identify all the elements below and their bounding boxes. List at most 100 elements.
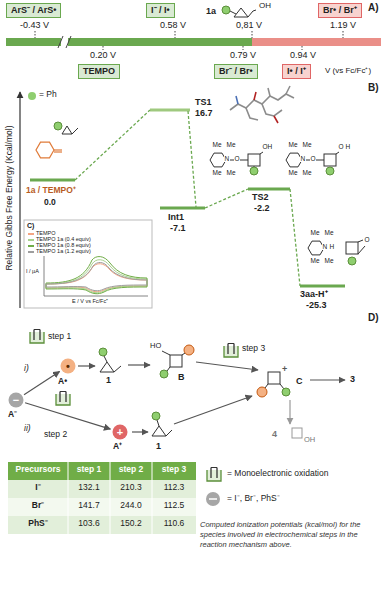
product-4-part <box>292 428 302 438</box>
intermediate-b-part <box>160 370 168 378</box>
couple-text: TEMPO <box>83 66 115 76</box>
energy-path-part <box>188 111 196 207</box>
reaction-arrow <box>24 372 60 395</box>
molecule-1a-small <box>54 122 78 134</box>
table-cell: step 2 <box>110 465 152 475</box>
table-cell: I⁻ <box>8 483 68 493</box>
potential-scale-part <box>6 38 252 46</box>
table-cell: 210.3 <box>110 483 152 493</box>
int1-molecule-part <box>260 152 263 154</box>
axis-title: E / V vs Fc/Fc⁺ <box>72 298 108 304</box>
anion-legend-symbol-part <box>206 492 220 506</box>
atom-label: Me <box>324 229 334 236</box>
product-3aa-molecule-part <box>358 240 363 242</box>
couple-text: Br• / Br⁺ <box>323 5 357 15</box>
atom-label: N <box>300 155 306 162</box>
panel-letter: A) <box>368 2 379 14</box>
energy-path-part <box>290 189 300 286</box>
atom-label: N <box>322 243 328 250</box>
ionization-table-part <box>8 462 196 480</box>
intermediate-c-part <box>268 372 280 384</box>
mechanism-arrows-part <box>132 431 148 432</box>
atom-label: Me <box>302 141 312 148</box>
species-circle: − <box>8 392 24 408</box>
potential-scale-part-part <box>302 46 303 50</box>
compound-number: C <box>296 376 303 386</box>
molecule-1a-small-part <box>54 122 62 130</box>
ionization-table-part-part <box>152 462 153 534</box>
mechanism-arrows-part <box>174 396 252 424</box>
couple-text: Br⁻ / Br• <box>219 66 253 76</box>
anion-legend-symbol-part <box>209 498 217 500</box>
ionization-table-part <box>8 498 196 516</box>
compound-number: 1 <box>156 441 161 451</box>
energy-path-part <box>205 189 248 208</box>
species-circle: • <box>60 358 76 374</box>
potential-value: 0.79 V <box>230 50 256 60</box>
legend-text: TEMPO 1a (1.2 equiv) <box>36 248 91 254</box>
mechanism-arrows-part <box>78 365 95 366</box>
molecule-1a-small-part <box>62 126 72 134</box>
intermediate-c-part <box>280 384 284 389</box>
cell-icons-part <box>56 392 70 406</box>
cell-icons-part <box>207 468 221 482</box>
potential-scale-part-part <box>252 31 253 38</box>
state-label: Int1 <box>168 212 184 222</box>
tempo-cation-drawing <box>36 142 62 158</box>
energy-path-part <box>75 110 150 180</box>
compound-number: 4 <box>272 429 277 439</box>
ts1-3d-structure-part <box>246 108 258 120</box>
potential-value: 1.19 V <box>330 20 356 30</box>
step-label: step 3 <box>242 344 265 354</box>
atom-label: Me <box>226 141 236 148</box>
intermediate-c-part <box>282 388 290 396</box>
ionization-table-part-part <box>68 462 69 534</box>
table-cell: 150.2 <box>110 519 152 529</box>
atom-label: O <box>234 155 240 162</box>
ts1-3d-structure-part <box>274 116 278 123</box>
cv-inset-part-part <box>46 257 147 294</box>
redox-couple-box: I⁻ / I• <box>146 3 175 18</box>
potential-scale <box>6 31 381 50</box>
table-cell: 103.6 <box>68 519 110 529</box>
potential-scale-part-part <box>343 31 344 38</box>
redox-couple-box: ArS⁻ / ArS• <box>6 3 61 18</box>
table-cell: step 1 <box>68 465 110 475</box>
energy-value: 0.0 <box>44 198 56 208</box>
intermediate-c-part <box>257 387 267 397</box>
table-cell: 112.3 <box>152 483 196 493</box>
reaction-arrow <box>25 403 110 429</box>
atom-label: O <box>338 143 344 150</box>
redox-couple-box: Br⁻ / Br• <box>214 64 258 79</box>
ionization-table-part <box>8 516 196 534</box>
path-label: i) <box>24 364 29 374</box>
energy-levels-part <box>150 109 190 112</box>
potential-scale-part-part <box>35 31 36 38</box>
molecule-1a <box>222 6 256 17</box>
energy-axis-part <box>19 92 20 308</box>
mechanism-arrows-part <box>128 364 150 365</box>
molecule-1a-part <box>222 6 230 14</box>
ts1-3d-structure <box>230 86 294 123</box>
legend-text: = I⁻, Br⁻, PhS⁻ <box>227 494 280 504</box>
panel-letter: B) <box>368 82 379 94</box>
int1-molecule-part <box>240 160 248 161</box>
mechanism-arrows-part <box>196 362 258 370</box>
species-sign: + <box>112 424 128 440</box>
energy-axis <box>20 92 21 308</box>
potential-scale-part <box>58 36 63 48</box>
atom-label: H <box>345 143 351 150</box>
state-label: TS2 <box>252 192 269 202</box>
compound-number: 1a <box>206 6 216 16</box>
table-cell: Precursors <box>8 465 68 475</box>
panel-letter: D) <box>368 312 379 324</box>
molecule-1-top-part <box>104 356 107 362</box>
energy-levels-part <box>248 188 290 191</box>
atom-label: HO <box>150 342 161 351</box>
intermediate-b-part <box>167 367 170 371</box>
atom-label: Me <box>226 169 236 176</box>
molecule-1a-small-part <box>72 128 78 134</box>
ts2-molecule-part <box>326 167 334 175</box>
atom-label: Me <box>212 169 222 176</box>
